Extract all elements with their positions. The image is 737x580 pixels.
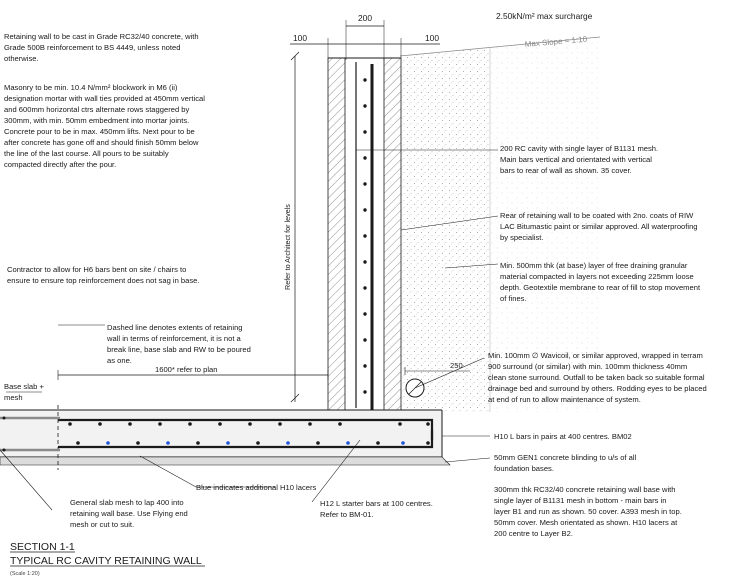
- svg-text:layer B1 and run as shown. 50: layer B1 and run as shown. 50 cover. A39…: [494, 507, 682, 516]
- svg-text:H12 L starter bars at 100 cent: H12 L starter bars at 100 centres.: [320, 499, 433, 508]
- svg-text:foundation bases.: foundation bases.: [494, 464, 554, 473]
- bottom-lacers: [76, 441, 430, 445]
- svg-text:Refer to BM-01.: Refer to BM-01.: [320, 510, 374, 519]
- max-slope-line: [399, 36, 601, 57]
- note-h6-bars: Contractor to allow for H6 bars bent on …: [7, 265, 200, 285]
- svg-text:material compacted in layers n: material compacted in layers not exceedi…: [500, 272, 694, 281]
- svg-text:after concrete has gone off an: after concrete has gone off and should f…: [4, 138, 199, 147]
- svg-text:LAC Bitumastic paint or simila: LAC Bitumastic paint or similar approved…: [500, 222, 698, 231]
- svg-text:mesh or cut to suit.: mesh or cut to suit.: [70, 520, 134, 529]
- slab-break-dots: [2, 416, 6, 452]
- dim-100-right: 100: [425, 33, 439, 43]
- bottom-mesh-bar: [58, 430, 434, 449]
- svg-text:200 RC cavity with single laye: 200 RC cavity with single layer of B1131…: [500, 144, 658, 153]
- note-blue-lacers: Blue indicates additional H10 lacers: [196, 483, 317, 492]
- note-slab-mesh-lap: General slab mesh to lap 400 into retain…: [70, 498, 188, 529]
- svg-text:Grade 500B reinforcement to BS: Grade 500B reinforcement to BS 4449, unl…: [4, 43, 180, 52]
- note-base-slab: Base slab + mesh: [4, 382, 44, 402]
- svg-text:single layer of B1131 mesh in: single layer of B1131 mesh in bottom - m…: [494, 496, 667, 505]
- note-drainage-pipe: Min. 100mm ∅ Wavicoil, or similar approv…: [488, 351, 707, 404]
- note-blinding: 50mm GEN1 concrete blinding to u/s of al…: [494, 453, 637, 473]
- svg-text:300mm, with min. 50mm embedmen: 300mm, with min. 50mm embedment into mor…: [4, 116, 189, 125]
- svg-text:200 centre to Layer B2.: 200 centre to Layer B2.: [494, 529, 573, 538]
- top-lacers: [68, 422, 430, 426]
- svg-text:break line, base slab and RW t: break line, base slab and RW to be poure…: [107, 345, 251, 354]
- note-masonry: Masonry to be min. 10.4 N/mm² blockwork …: [4, 83, 205, 169]
- svg-text:depth. Geotextile membrane to: depth. Geotextile membrane to rear of fi…: [500, 283, 701, 292]
- svg-text:ensure to ensure top reinforce: ensure to ensure top reinforcement does …: [7, 276, 200, 285]
- svg-text:wall in terms of reinforcement: wall in terms of reinforcement, it is no…: [106, 334, 242, 343]
- note-rc-cavity: 200 RC cavity with single layer of B1131…: [500, 144, 658, 175]
- note-waterproofing: Rear of retaining wall to be coated with…: [500, 211, 698, 242]
- leader-lines: [0, 149, 499, 511]
- cavity-lacers: [363, 78, 367, 394]
- svg-text:bars to rear of wall as shown.: bars to rear of wall as shown. 35 cover.: [500, 166, 632, 175]
- svg-text:drainage bed and surround by o: drainage bed and surround by others. Rod…: [488, 384, 707, 393]
- svg-text:Retaining wall to be cast in G: Retaining wall to be cast in Grade RC32/…: [4, 32, 199, 41]
- svg-text:retaining wall base. Use Flyin: retaining wall base. Use Flying end: [70, 509, 188, 518]
- retained-ground: [490, 38, 600, 412]
- max-slope-label: Max Slope = 1:10: [524, 35, 588, 49]
- svg-text:Concrete pour to be in max. 45: Concrete pour to be in max. 450mm lifts.…: [4, 127, 195, 136]
- svg-text:Base slab +: Base slab +: [4, 382, 44, 391]
- svg-text:clean stone surround. Outfall: clean stone surround. Outfall to be take…: [488, 373, 705, 382]
- svg-text:Min. 500mm thk (at base) layer: Min. 500mm thk (at base) layer of free d…: [500, 261, 688, 270]
- note-dashed-line: Dashed line denotes extents of retaining…: [106, 323, 251, 365]
- note-h10-bars: H10 L bars in pairs at 400 centres. BM02: [494, 432, 632, 441]
- levels-label: Refer to Architect for levels: [283, 204, 292, 290]
- svg-text:compacted directly after the p: compacted directly after the pour.: [4, 160, 116, 169]
- dim-base-span: 1600* refer to plan: [155, 365, 217, 374]
- note-concrete-grade: Retaining wall to be cast in Grade RC32/…: [4, 32, 199, 63]
- svg-text:as one.: as one.: [107, 356, 132, 365]
- svg-text:Rear of retaining wall to be c: Rear of retaining wall to be coated with…: [500, 211, 694, 220]
- surcharge-label: 2.50kN/m² max surcharge: [496, 11, 593, 21]
- base-slab: [0, 410, 442, 457]
- blinding-layer: [0, 456, 451, 466]
- dim-100-left: 100: [293, 33, 307, 43]
- note-starter-bars: H12 L starter bars at 100 centres. Refer…: [320, 499, 433, 519]
- note-granular-fill: Min. 500mm thk (at base) layer of free d…: [500, 261, 701, 303]
- svg-text:mesh: mesh: [4, 393, 23, 402]
- svg-text:Min. 100mm ∅ Wavicoil, or simi: Min. 100mm ∅ Wavicoil, or similar approv…: [488, 351, 703, 360]
- blue-additional-lacers: [106, 441, 405, 445]
- svg-text:Contractor to allow for H6 bar: Contractor to allow for H6 bars bent on …: [7, 265, 186, 274]
- dim-200: 200: [358, 13, 372, 23]
- granular-fill: [402, 48, 490, 412]
- svg-text:otherwise.: otherwise.: [4, 54, 39, 63]
- svg-text:Main bars vertical and orienta: Main bars vertical and orientated with v…: [500, 155, 652, 164]
- svg-text:of fines.: of fines.: [500, 294, 527, 303]
- note-base-spec: 300mm thk RC32/40 concrete retaining wal…: [494, 485, 682, 538]
- svg-text:General slab mesh to lap 400 i: General slab mesh to lap 400 into: [70, 498, 184, 507]
- svg-text:300mm thk RC32/40 concrete ret: 300mm thk RC32/40 concrete retaining wal…: [494, 485, 676, 494]
- dim-250: 250: [450, 361, 463, 370]
- svg-text:Masonry to be min. 10.4 N/mm²: Masonry to be min. 10.4 N/mm² blockwork …: [4, 83, 178, 92]
- svg-text:at end of run to allow mainten: at end of run to allow maintenance of sy…: [488, 395, 641, 404]
- section-scale: (Scale 1:20): [10, 571, 40, 577]
- svg-text:50mm cover. Mesh orientated as: 50mm cover. Mesh orientated as shown. H1…: [494, 518, 678, 527]
- svg-text:the line of the last course. A: the line of the last course. All pours t…: [4, 149, 169, 158]
- section-title: TYPICAL RC CAVITY RETAINING WALL: [10, 555, 202, 567]
- svg-text:and 600mm horizontal ctrs alte: and 600mm horizontal ctrs alternate rows…: [4, 105, 190, 114]
- svg-text:by specialist.: by specialist.: [500, 233, 543, 242]
- svg-text:50mm GEN1 concrete blinding to: 50mm GEN1 concrete blinding to u/s of al…: [494, 453, 637, 462]
- svg-text:Dashed line denotes extents of: Dashed line denotes extents of retaining: [107, 323, 243, 332]
- svg-text:900 surround (or similar) with: 900 surround (or similar) with min. 100m…: [488, 362, 687, 371]
- svg-text:designation mortar with wall t: designation mortar with wall ties provid…: [4, 94, 205, 103]
- section-label: SECTION 1-1: [10, 541, 75, 553]
